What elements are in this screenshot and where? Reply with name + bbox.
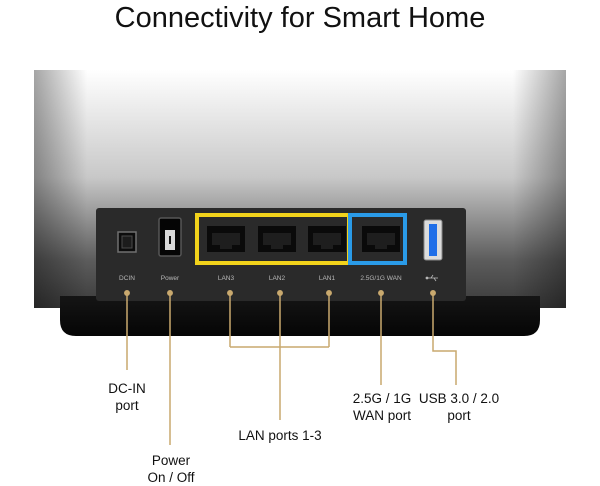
leader-lines [124, 290, 457, 445]
lan3-label: LAN3 [218, 275, 235, 282]
lan-callout: LAN ports 1-3 [238, 428, 322, 443]
lan2-label: LAN2 [269, 275, 286, 282]
router-base [60, 296, 540, 336]
lan1-label: LAN1 [319, 275, 336, 282]
rear-panel [96, 208, 466, 301]
power-label: Power [161, 275, 180, 282]
dc-jack-icon [117, 231, 137, 253]
usb-icon [425, 274, 438, 282]
router-body [34, 70, 566, 308]
lan-ports[interactable] [207, 226, 346, 252]
wan-label: 2.5G/1G WAN [360, 275, 402, 282]
lan2-port[interactable] [258, 226, 296, 252]
power-switch-icon[interactable] [158, 217, 182, 257]
lan1-port[interactable] [308, 226, 346, 252]
wan-port[interactable] [362, 226, 400, 252]
wan-highlight [348, 213, 407, 265]
lan3-port[interactable] [207, 226, 245, 252]
dcin-label: DCIN [119, 275, 135, 282]
usb-port[interactable] [423, 219, 443, 261]
page-title: Connectivity for Smart Home [114, 2, 486, 34]
